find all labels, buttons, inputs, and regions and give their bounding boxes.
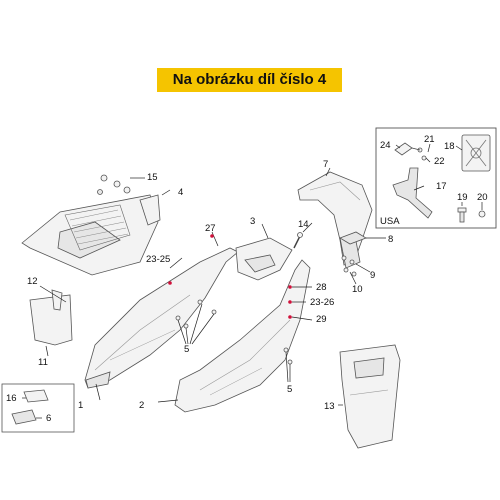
callout-12: 12 <box>27 276 38 287</box>
marker-23-26 <box>288 300 292 304</box>
marker-28 <box>288 285 292 289</box>
part-17-support-bracket[interactable] <box>392 167 433 219</box>
callout-16: 16 <box>6 393 17 404</box>
callout-3: 3 <box>250 216 255 227</box>
part-6-clip[interactable] <box>11 409 37 425</box>
callout-13: 13 <box>324 401 335 412</box>
callout-21: 21 <box>424 134 435 145</box>
part-20-nut[interactable] <box>478 210 486 218</box>
part-5-screws-lower[interactable] <box>283 347 293 383</box>
callout-28: 28 <box>316 282 327 293</box>
callout-9: 9 <box>370 270 375 281</box>
part-3-center-cover[interactable] <box>235 237 293 281</box>
marker-29 <box>288 315 292 319</box>
part-18-license-plate-holder[interactable] <box>461 134 491 172</box>
callout-5-upper: 5 <box>184 344 189 355</box>
callout-22: 22 <box>434 156 445 167</box>
callout-29: 29 <box>316 314 327 325</box>
part-number-banner: Na obrázku díl číslo 4 <box>157 68 342 92</box>
part-13-bottom-cover[interactable] <box>339 344 401 449</box>
callout-15: 15 <box>147 172 158 183</box>
callout-4: 4 <box>178 187 183 198</box>
callout-6: 6 <box>46 413 51 424</box>
part-11-splash-guard[interactable] <box>29 289 73 346</box>
callout-27: 27 <box>205 223 216 234</box>
part-1-left-side-panel[interactable] <box>84 247 239 389</box>
part-9-10-fasteners[interactable] <box>341 255 357 277</box>
callout-10: 10 <box>352 284 363 295</box>
callout-18: 18 <box>444 141 455 152</box>
part-7-rear-fender[interactable] <box>297 171 373 269</box>
part-14-screw[interactable] <box>293 232 303 249</box>
callout-24: 24 <box>380 140 391 151</box>
callout-8: 8 <box>388 234 393 245</box>
callout-11: 11 <box>38 357 48 368</box>
marker-27 <box>210 234 214 238</box>
part-16-clip[interactable] <box>23 389 49 403</box>
callout-7: 7 <box>323 159 328 170</box>
part-2-right-side-panel[interactable] <box>174 259 311 413</box>
callout-2: 2 <box>139 400 144 411</box>
part-4-tray[interactable] <box>21 194 161 276</box>
callout-5-lower: 5 <box>287 384 292 395</box>
callout-23-26: 23-26 <box>310 297 334 308</box>
callout-19: 19 <box>457 192 468 203</box>
part-5-screws-upper[interactable] <box>175 299 217 345</box>
usa-label: USA <box>380 216 400 227</box>
callout-17: 17 <box>436 181 447 192</box>
callout-23-25: 23-25 <box>146 254 170 265</box>
callout-20: 20 <box>477 192 488 203</box>
callout-1: 1 <box>78 400 83 411</box>
callout-14: 14 <box>298 219 309 230</box>
marker-23-25 <box>168 281 172 285</box>
part-19-bolt[interactable] <box>457 207 467 223</box>
part-15-screws[interactable] <box>97 174 146 195</box>
